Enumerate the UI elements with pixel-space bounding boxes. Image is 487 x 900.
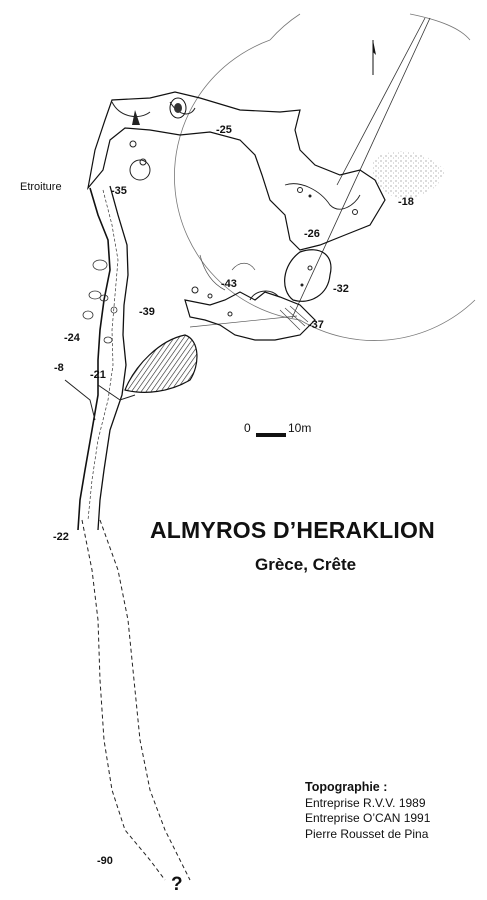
- depth-label: -25: [216, 124, 232, 136]
- depth-label: -26: [304, 228, 320, 240]
- lower-passage-right: [99, 519, 191, 881]
- depth-label: -24: [64, 332, 80, 344]
- unknown-continuation-mark: ?: [171, 874, 183, 895]
- main-shaft-right: [97, 185, 129, 531]
- depth-label: -32: [333, 283, 349, 295]
- etroiture-label: Etroiture: [20, 181, 62, 193]
- credits-line: Entreprise O’CAN 1991: [305, 811, 431, 825]
- depth-label: -39: [139, 306, 155, 318]
- depth-label: -18: [398, 196, 414, 208]
- upper-gallery: [86, 91, 386, 251]
- main-shaft-left: [77, 187, 111, 531]
- scale-bar: [256, 433, 286, 437]
- depth-label: -21: [90, 369, 106, 381]
- depth-label: -90: [97, 855, 113, 867]
- scale-end-label: 10m: [288, 421, 312, 435]
- depth-label: -22: [53, 531, 69, 543]
- map-title: ALMYROS D’HERAKLION: [150, 517, 435, 543]
- middle-gallery: [184, 291, 316, 341]
- depth-label: -8: [54, 362, 64, 374]
- credits-line: Entreprise R.V.V. 1989: [305, 795, 426, 810]
- reference-circle: [174, 39, 476, 341]
- map-subtitle: Grèce, Crête: [255, 555, 357, 574]
- credits-block: Topographie : Entreprise R.V.V. 1989 Ent…: [305, 780, 430, 842]
- boulders: [82, 259, 118, 344]
- depth-label: -37: [308, 319, 324, 331]
- depth-label: -35: [111, 185, 127, 197]
- credits-heading: Topographie :: [305, 780, 388, 794]
- hatched-chamber: [124, 334, 198, 393]
- scale-start-label: 0: [244, 421, 251, 435]
- depth-label: -43: [221, 278, 237, 290]
- chamber-32: [284, 249, 332, 302]
- credits-line: Pierre Rousset de Pina: [305, 826, 429, 841]
- north-arrow-icon: [372, 40, 376, 75]
- lower-passage-left: [81, 519, 166, 881]
